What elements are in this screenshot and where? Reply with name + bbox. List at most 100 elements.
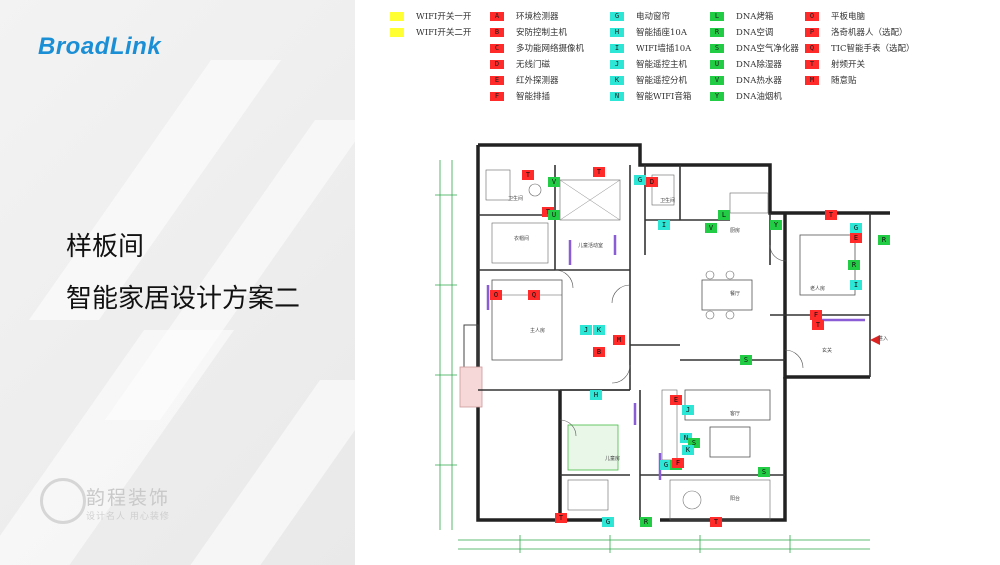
legend-item: G 电动窗帘	[610, 10, 670, 22]
device-marker: T	[825, 210, 837, 220]
legend-label: WIFI开关二开	[416, 28, 472, 38]
device-marker: E	[850, 233, 862, 243]
legend-swatch	[390, 27, 404, 37]
room-label: 主人房	[530, 328, 546, 334]
legend-swatch: T	[805, 59, 819, 69]
legend-swatch: D	[490, 59, 504, 69]
legend-swatch: B	[490, 27, 504, 37]
legend-swatch: C	[490, 43, 504, 53]
device-marker: S	[688, 438, 700, 448]
device-marker: T	[812, 320, 824, 330]
device-marker: Q	[528, 290, 540, 300]
device-marker: G	[660, 460, 672, 470]
legend-label: 平板电脑	[831, 12, 866, 22]
device-marker: G	[634, 175, 646, 185]
legend-item: Q TIC智能手表（选配）	[805, 42, 915, 54]
legend-label: 智能WIFI音箱	[636, 92, 692, 102]
legend-label: TIC智能手表（选配）	[831, 44, 915, 54]
room-label: 玄关	[822, 348, 833, 354]
legend-label: 电动窗帘	[636, 12, 671, 22]
legend-swatch: V	[710, 75, 724, 85]
room-label: 衣帽间	[514, 236, 530, 242]
room-label: 进入	[878, 336, 889, 342]
legend-swatch: F	[490, 91, 504, 101]
device-marker: G	[850, 223, 862, 233]
device-marker: N	[680, 433, 692, 443]
legend-swatch: G	[610, 11, 624, 21]
legend-label: 红外探测器	[516, 76, 559, 86]
legend-item: C 多功能网络摄像机	[490, 42, 584, 54]
legend-swatch: H	[610, 27, 624, 37]
legend-swatch: Q	[805, 43, 819, 53]
legend-label: 安防控制主机	[516, 28, 568, 38]
device-marker: H	[590, 390, 602, 400]
room-label: 厨房	[730, 228, 741, 234]
watermark-logo-icon	[40, 478, 86, 524]
legend-swatch: K	[610, 75, 624, 85]
legend-item: WIFI开关二开	[390, 26, 471, 38]
legend-swatch	[390, 11, 404, 21]
legend-swatch: R	[710, 27, 724, 37]
device-marker: G	[602, 517, 614, 527]
device-marker: T	[522, 170, 534, 180]
legend-label: DNA热水器	[736, 76, 782, 86]
broadlink-logo: BroadLink	[38, 33, 162, 60]
device-marker: B	[593, 347, 605, 357]
legend-swatch: M	[805, 75, 819, 85]
device-marker: E	[670, 395, 682, 405]
legend-label: DNA油烟机	[736, 92, 782, 102]
legend-label: 洛奇机器人（选配）	[831, 28, 908, 38]
legend-label: WIFI墙插10A	[636, 44, 692, 54]
legend-label: DNA烤箱	[736, 12, 774, 22]
legend-label: 智能排插	[516, 92, 551, 102]
device-marker: T	[555, 513, 567, 523]
legend-item: T 射频开关	[805, 58, 865, 70]
room-label: 儿童房	[605, 456, 621, 462]
device-marker: D	[646, 177, 658, 187]
legend-swatch: A	[490, 11, 504, 21]
legend-label: DNA除湿器	[736, 60, 782, 70]
device-marker: K	[593, 325, 605, 335]
legend-label: 多功能网络摄像机	[516, 44, 585, 54]
device-marker: T	[593, 167, 605, 177]
device-marker: I	[658, 220, 670, 230]
device-marker: V	[548, 177, 560, 187]
device-marker: R	[878, 235, 890, 245]
room-label: 客厅	[730, 411, 741, 417]
page-title-line1: 样板间	[66, 232, 145, 262]
room-label: 阳台	[730, 496, 741, 502]
legend-item: H 智能插座10A	[610, 26, 687, 38]
device-marker: R	[640, 517, 652, 527]
device-marker: R	[848, 260, 860, 270]
device-marker: M	[613, 335, 625, 345]
legend-label: 环境检测器	[516, 12, 559, 22]
legend-label: 射频开关	[831, 60, 866, 70]
room-label: 儿童活动室	[578, 243, 604, 249]
device-marker: S	[758, 467, 770, 477]
legend-item: U DNA除湿器	[710, 58, 782, 70]
page-title-line2: 智能家居设计方案二	[66, 284, 301, 314]
device-marker: L	[718, 210, 730, 220]
legend-swatch: U	[710, 59, 724, 69]
left-panel: BroadLink 样板间 智能家居设计方案二 韵程装饰 设计名人 用心装修	[0, 0, 355, 565]
device-marker: F	[810, 310, 822, 320]
legend-swatch: P	[805, 27, 819, 37]
legend-item: A 环境检测器	[490, 10, 559, 22]
device-marker: Y	[770, 220, 782, 230]
legend-item: Y DNA油烟机	[710, 90, 782, 102]
device-marker: J	[580, 325, 592, 335]
legend-swatch: Y	[710, 91, 724, 101]
device-marker: K	[682, 445, 694, 455]
legend-item: WIFI开关一开	[390, 10, 471, 22]
legend-label: 智能插座10A	[636, 28, 687, 38]
legend-label: 随意贴	[831, 76, 857, 86]
